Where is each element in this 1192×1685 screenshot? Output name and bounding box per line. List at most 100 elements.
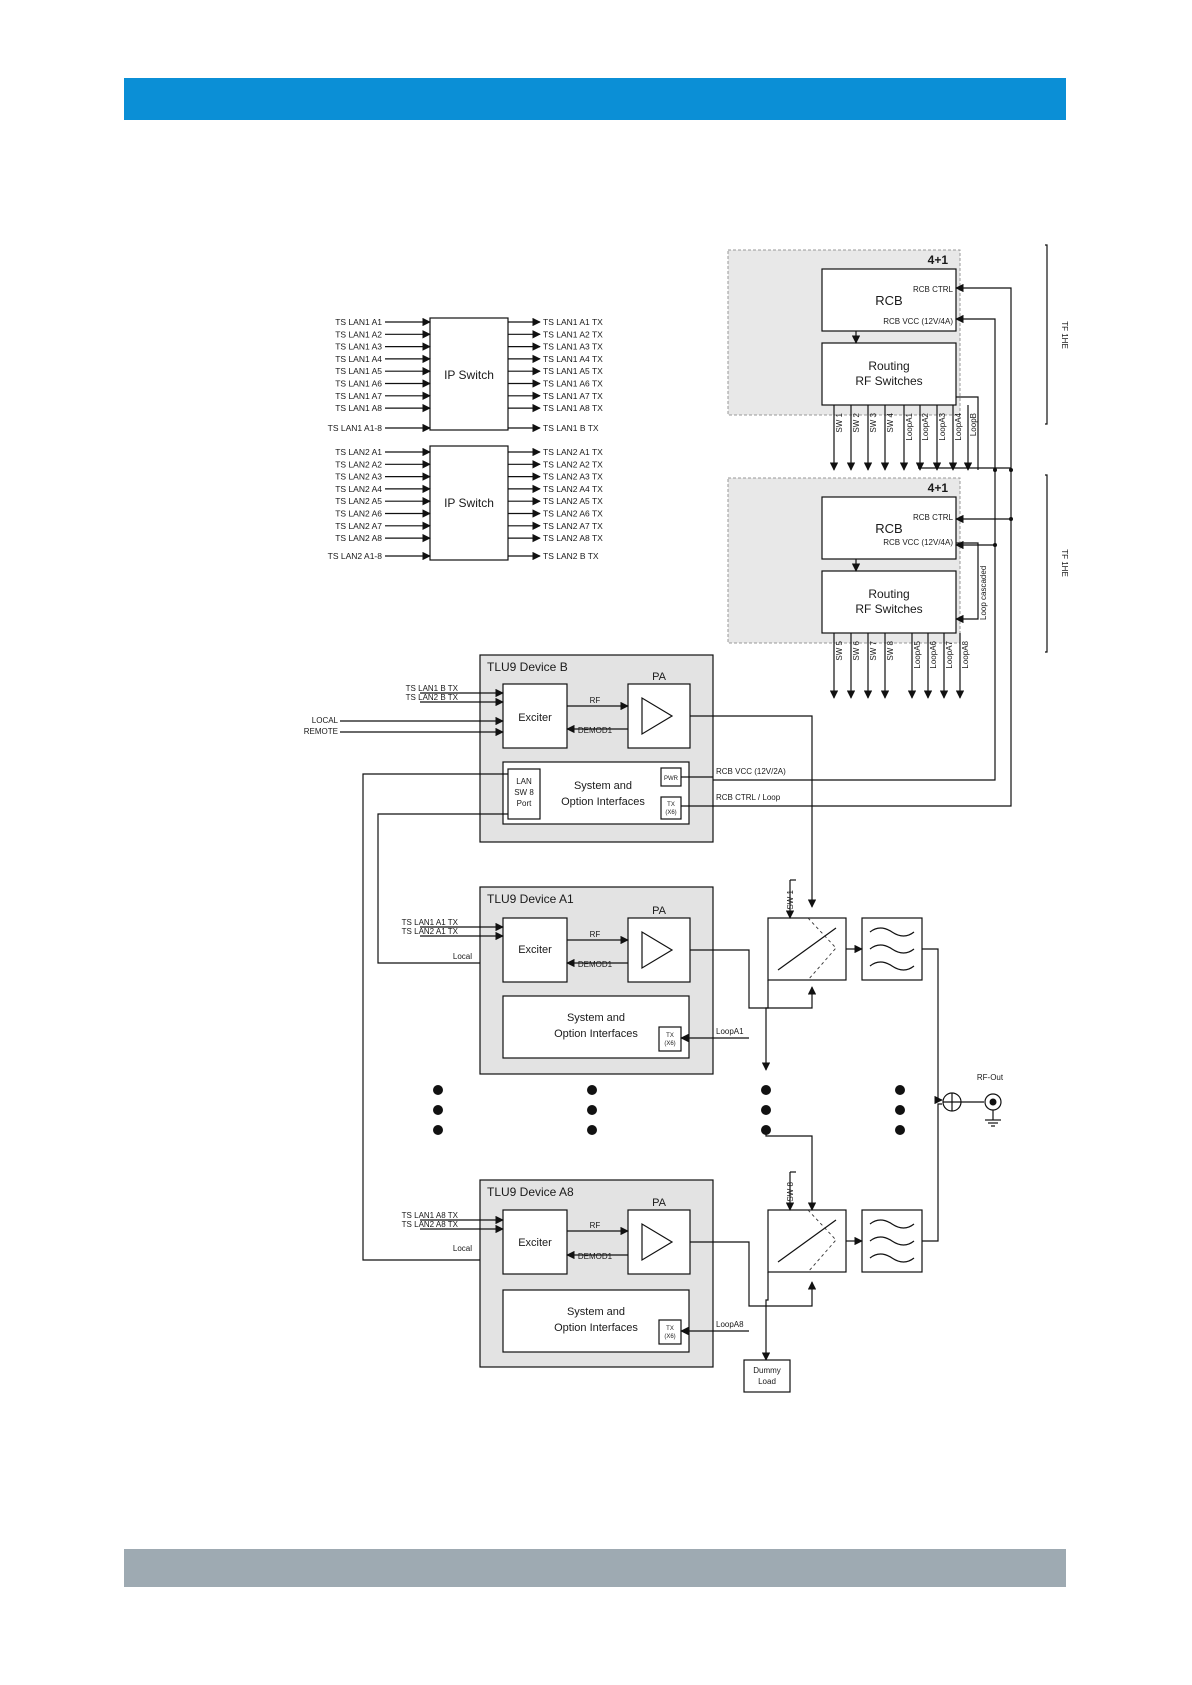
rcb-ctrl-label: RCB CTRL — [913, 513, 954, 522]
local-label: Local — [453, 952, 472, 961]
ip-switch-box — [429, 317, 509, 431]
ip-output-label: TS LAN1 B TX — [543, 423, 599, 433]
rf-switch-path — [807, 917, 837, 981]
lan-label: SW 8 — [514, 788, 534, 797]
cascade-output-label: SW 7 — [869, 640, 878, 660]
tx-port — [660, 796, 682, 820]
ip-output-label: TS LAN2 A5 TX — [543, 496, 603, 506]
ip-input-label: TS LAN2 A1 — [335, 447, 382, 457]
ip-output-label: TS LAN2 A4 TX — [543, 484, 603, 494]
amplifier-icon — [641, 1222, 674, 1262]
rf-label: RF — [590, 696, 601, 705]
dummy-load-label: Load — [758, 1377, 776, 1386]
exciter-box — [502, 1209, 568, 1275]
rf-switch-reject-wire — [761, 980, 771, 1071]
ip-input-label: TS LAN2 A8 — [335, 533, 382, 543]
switch-label: SW 8 — [786, 1181, 795, 1201]
system-label: Option Interfaces — [554, 1322, 638, 1334]
pa-box — [627, 1209, 691, 1275]
rf-switch-reject-wire — [761, 1272, 771, 1361]
ip-input-label: TS LAN1 A5 — [335, 366, 382, 376]
system-interfaces-box — [502, 995, 690, 1059]
ip-output-label: TS LAN2 A2 TX — [543, 459, 603, 469]
ip-output-label: TS LAN1 A1 TX — [543, 317, 603, 327]
ip-input-label: TS LAN2 A3 — [335, 472, 382, 482]
cascade-output-label: LoopA3 — [938, 412, 947, 440]
device-a1: TLU9 Device A1 Exciter PA RF DEMOD1 Syst… — [402, 886, 817, 1075]
input-label: TS LAN2 B TX — [406, 693, 459, 702]
loop-label: LoopA8 — [716, 1320, 744, 1329]
ip-input-label: TS LAN2 A7 — [335, 521, 382, 531]
ip-input-label: TS LAN1 A7 — [335, 391, 382, 401]
pa-label: PA — [652, 1197, 667, 1209]
cascade-output-label: LoopA8 — [961, 640, 970, 668]
ip-switch-box — [429, 445, 509, 561]
ip-input-label: TS LAN2 A2 — [335, 459, 382, 469]
tx-label: (X6) — [665, 810, 676, 816]
cascade-output-label: SW 8 — [886, 640, 895, 660]
rf-path-a8: SW 8 Dummy Load — [743, 1112, 939, 1393]
rf-combiner: RF-Out — [934, 1073, 1004, 1127]
cascade-output-label: SW 1 — [835, 412, 844, 432]
cascade-output-label: LoopA5 — [913, 640, 922, 668]
control-bus: RCB VCC (12V/2A) RCB CTRL / Loop — [713, 283, 1013, 807]
cascade-output-label: LoopA1 — [905, 412, 914, 440]
filter-wave — [869, 944, 915, 954]
cascade-title: 4+1 — [928, 253, 949, 267]
lan-label: LAN — [516, 777, 532, 786]
exciter-box — [502, 917, 568, 983]
system-label: System and — [574, 780, 632, 792]
pa-output-wire — [690, 715, 817, 908]
tx-port — [658, 1026, 682, 1052]
lan-label: Port — [517, 799, 532, 808]
system-label: System and — [567, 1012, 625, 1024]
ip-output-label: TS LAN2 A3 TX — [543, 472, 603, 482]
rcb-ctrl-wire — [713, 514, 1012, 807]
cascade-output-label: SW 3 — [869, 412, 878, 432]
ip-output-label: TS LAN2 A8 TX — [543, 533, 603, 543]
routing-box — [821, 570, 957, 634]
rcb-vcc-label: RCB VCC (12V/2A) — [716, 767, 786, 776]
rcb-ctrl-wire — [955, 283, 1012, 519]
input-label: TS LAN1 A1 TX — [402, 918, 459, 927]
rcb-box — [821, 496, 957, 560]
ip-output-label: TS LAN1 A6 TX — [543, 379, 603, 389]
routing-label: Routing — [868, 587, 909, 601]
loop-cascaded-wire — [955, 542, 979, 624]
pa-label: PA — [652, 905, 667, 917]
cascade-output-label: SW 5 — [835, 640, 844, 660]
rf-path-a1: SW 1 — [761, 879, 939, 1092]
ip-output-label: TS LAN2 B TX — [543, 551, 599, 561]
input-label: TS LAN2 A1 TX — [402, 927, 459, 936]
rcb-vcc-wire — [713, 540, 996, 781]
local-label: Local — [453, 1244, 472, 1253]
rcb-ctrl-loop-label: RCB CTRL / Loop — [716, 793, 781, 802]
cascade-output-label: LoopB — [969, 413, 978, 436]
system-interfaces-box — [502, 1289, 690, 1353]
cascade-title: 4+1 — [928, 481, 949, 495]
filter-wave — [869, 927, 915, 937]
loop-b-wire — [956, 396, 979, 470]
demod-label: DEMOD1 — [578, 960, 613, 969]
footer-band — [124, 1549, 1066, 1587]
ip-input-label: TS LAN2 A4 — [335, 484, 382, 494]
tx-label: (X6) — [664, 1334, 675, 1340]
rf-switch-path — [807, 1209, 837, 1273]
tx-port — [658, 1319, 682, 1345]
routing-label: RF Switches — [855, 374, 922, 388]
filter-wave — [869, 1219, 915, 1229]
ip-switch-label: IP Switch — [444, 496, 494, 510]
filter-to-combiner — [922, 948, 939, 1092]
system-label: Option Interfaces — [554, 1028, 638, 1040]
continuation-dots — [433, 1085, 905, 1135]
exciter-label: Exciter — [518, 944, 552, 956]
ip-input-label: TS LAN1 A2 — [335, 329, 382, 339]
system-label: Option Interfaces — [561, 796, 645, 808]
local-link-wire — [362, 773, 508, 1265]
local-link-wire — [377, 813, 508, 968]
ip-input-label: TS LAN1 A3 — [335, 342, 382, 352]
device-title: TLU9 Device B — [487, 660, 568, 674]
ip-output-label: TS LAN1 A5 TX — [543, 366, 603, 376]
exciter-label: Exciter — [518, 1237, 552, 1249]
